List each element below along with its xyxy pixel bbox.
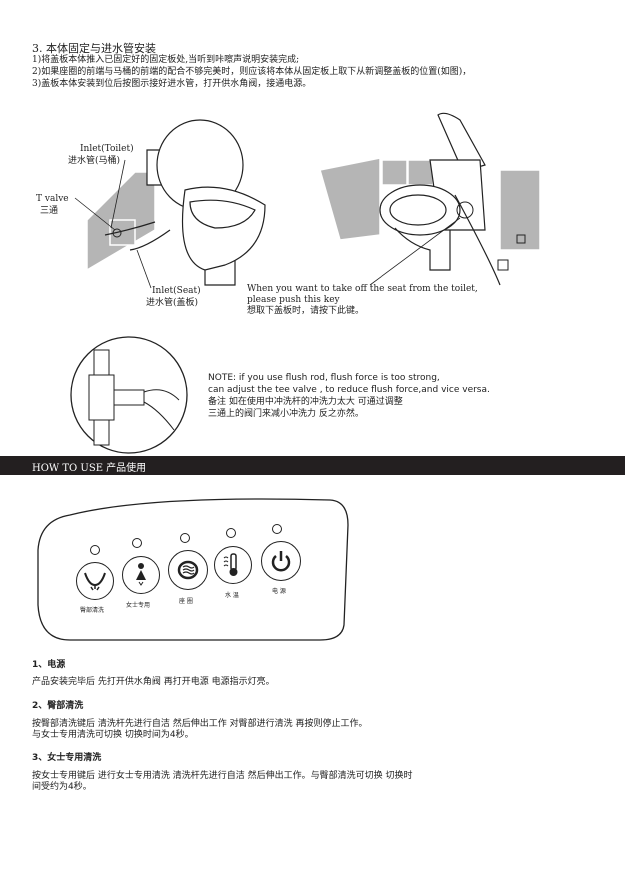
water-temp-icon <box>223 553 238 576</box>
power-icon <box>271 551 291 572</box>
lady-wash-indicator <box>132 538 142 548</box>
install-step-3: 3)盖板本体安装到位后按图示接好进水管，打开供水角阀，接通电源。 <box>32 79 312 89</box>
note-en-2: can adjust the tee valve , to reduce flu… <box>208 385 490 395</box>
inlet-seat-label-en: Inlet(Seat) <box>152 286 201 296</box>
inlet-toilet-label-cn: 进水管(马桶) <box>68 156 121 166</box>
section-rear-wash-line-2: 与女士专用清洗可切换 切换时间为4秒。 <box>32 730 194 740</box>
seat-heat-icon <box>177 560 199 580</box>
note-en-1: NOTE: if you use flush rod, flush force … <box>208 373 440 383</box>
section-rear-wash-title: 2、臀部清洗 <box>32 701 84 711</box>
power-button[interactable] <box>261 541 301 581</box>
t-valve-label-cn: 三通 <box>40 206 59 216</box>
note-cn-1: 备注 如在使用中冲洗杆的冲洗力太大 可通过调整 <box>208 397 403 407</box>
section-rear-wash-line-1: 按臀部清洗键后 清洗杆先进行自洁 然后伸出工作 对臀部进行清洗 再按则停止工作。 <box>32 719 368 729</box>
section-power-title: 1、电源 <box>32 660 66 670</box>
section-power-line-1: 产品安装完毕后 先打开供水角阀 再打开电源 电源指示灯亮。 <box>32 677 275 687</box>
t-valve-label-en: T valve <box>36 194 69 204</box>
power-label: 电 源 <box>272 588 286 595</box>
inlet-seat-label-cn: 进水管(盖板) <box>146 298 199 308</box>
lady-wash-label: 女士专用 <box>126 602 151 609</box>
note-cn-2: 三通上的阀门来减小冲洗力 反之亦然。 <box>208 409 364 419</box>
section-lady-wash-title: 3、女士专用清洗 <box>32 753 102 763</box>
section-lady-wash-line-2: 间受约为4秒。 <box>32 782 92 792</box>
power-indicator <box>272 524 282 534</box>
lady-wash-button[interactable] <box>122 556 160 594</box>
wall-tiles <box>86 171 156 272</box>
how-to-use-title: HOW TO USE 产品使用 <box>32 463 147 474</box>
t-valve-detail <box>70 336 188 454</box>
water-temp-button[interactable] <box>214 546 252 584</box>
water-temp-indicator <box>226 528 236 538</box>
rear-wash-button[interactable] <box>76 562 114 600</box>
remove-note-en-1: When you want to take off the seat from … <box>247 284 478 294</box>
remove-note-en-2: please push this key <box>247 295 340 305</box>
rear-wash-icon <box>84 572 106 591</box>
rear-wash-indicator <box>90 545 100 555</box>
rear-wash-label: 臀部清洗 <box>80 607 105 614</box>
seat-heat-label: 座 圈 <box>179 598 193 605</box>
remove-note-cn: 想取下盖板时，请按下此键。 <box>247 306 365 316</box>
seat-removal-diagram <box>319 112 541 286</box>
toilet-installation-diagram <box>74 119 266 289</box>
seat-heat-button[interactable] <box>168 550 208 590</box>
water-temp-label: 水 温 <box>225 592 239 599</box>
install-title: 3. 本体固定与进水管安装 <box>32 42 156 55</box>
lady-wash-icon <box>136 563 146 586</box>
section-lady-wash-line-1: 按女士专用键后 进行女士专用清洗 清洗杆先进行自洁 然后伸出工作。与臀部清洗可切… <box>32 771 413 781</box>
how-to-use-banner: HOW TO USE 产品使用 <box>0 456 625 475</box>
seat-heat-indicator <box>180 533 190 543</box>
inlet-toilet-label-en: Inlet(Toilet) <box>80 144 134 154</box>
wall-tiles-right <box>319 157 541 251</box>
install-step-2: 2)如果座圈的前端与马桶的前端的配合不够完美时，则应该将本体从固定板上取下从新调… <box>32 67 472 77</box>
install-step-1: 1)将盖板本体推入已固定好的固定板处,当听到咔嚓声说明安装完成; <box>32 55 300 65</box>
